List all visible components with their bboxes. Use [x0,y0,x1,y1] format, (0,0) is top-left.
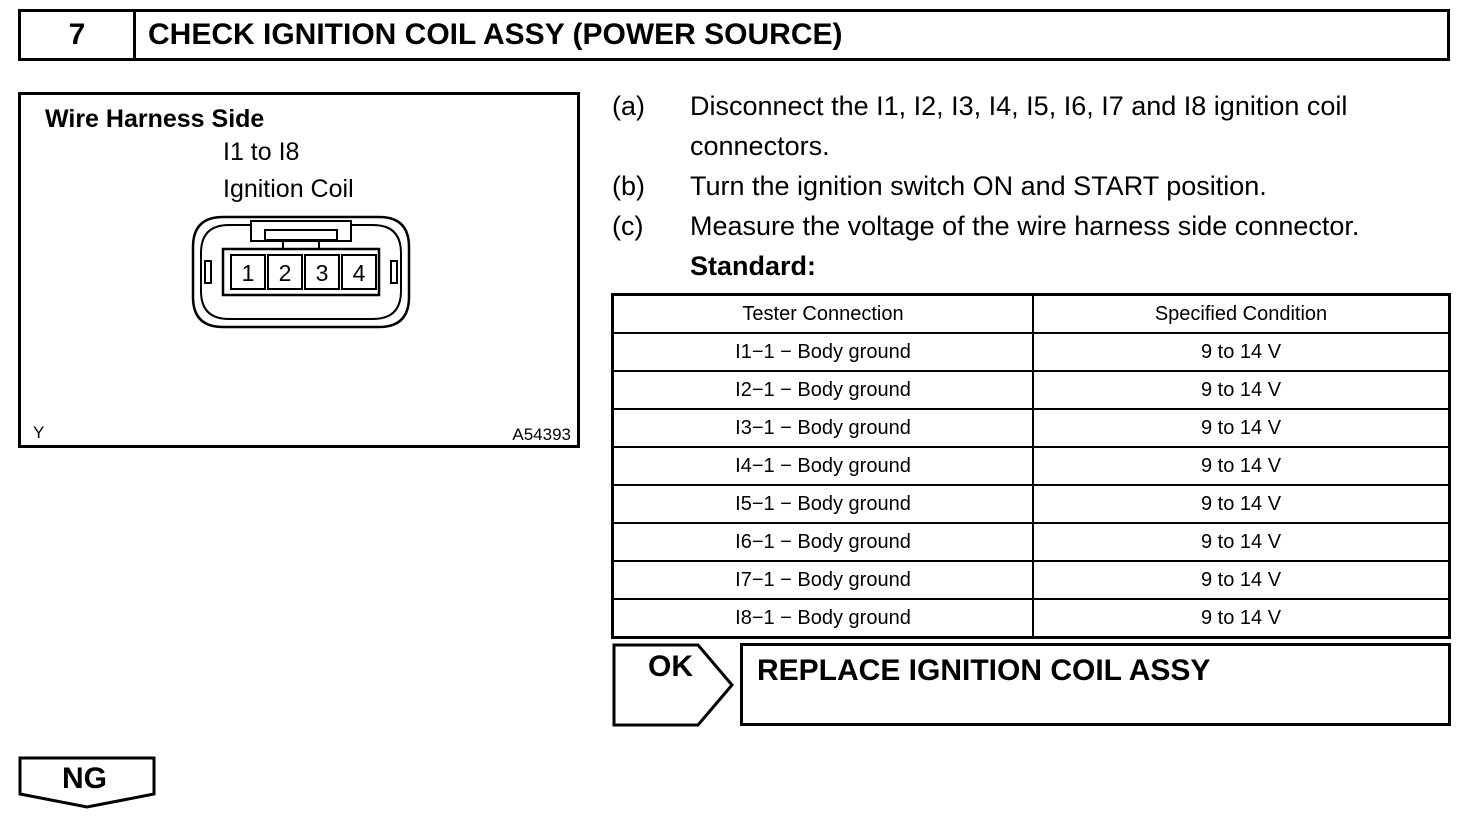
specified-condition-cell: 9 to 14 V [1032,598,1451,639]
step-b-text: Turn the ignition switch ON and START po… [690,171,1267,201]
connector-diagram: 1 2 3 4 [191,215,411,329]
figure-component-label: Ignition Coil [223,175,354,203]
connector-pin-2: 2 [279,260,292,286]
specified-condition-cell: 9 to 14 V [1032,522,1451,562]
step-a-label: (a) [612,91,645,121]
step-title: CHECK IGNITION COIL ASSY (POWER SOURCE) [148,18,843,51]
specified-condition-cell: 9 to 14 V [1032,408,1451,448]
ok-result-text: REPLACE IGNITION COIL ASSY [757,654,1211,687]
tester-connection-cell: I6−1 − Body ground [611,522,1034,562]
table-row: I4−1 − Body ground 9 to 14 V [611,446,1451,486]
figure-connector-range: I1 to I8 [223,138,300,166]
ok-label: OK [648,650,693,683]
step-c-label: (c) [612,211,644,241]
table-row: I6−1 − Body ground 9 to 14 V [611,522,1451,562]
step-b-label: (b) [612,171,645,201]
table-header-cell: Specified Condition [1032,293,1451,334]
tester-connection-cell: I5−1 − Body ground [611,484,1034,524]
tester-connection-cell: I3−1 − Body ground [611,408,1034,448]
tester-connection-cell: I1−1 − Body ground [611,332,1034,372]
spec-table: Tester Connection Specified Condition I1… [611,293,1451,639]
tester-connection-cell: I4−1 − Body ground [611,446,1034,486]
table-header-cell: Tester Connection [611,293,1034,334]
table-row: I2−1 − Body ground 9 to 14 V [611,370,1451,410]
connector-pin-4: 4 [353,260,366,286]
ng-label: NG [62,762,107,795]
figure-corner-code: Y [33,423,45,442]
figure-heading: Wire Harness Side [45,105,265,133]
connector-figure: Wire Harness Side I1 to I8 Ignition Coil… [18,92,580,448]
table-row: I5−1 − Body ground 9 to 14 V [611,484,1451,524]
table-row: I8−1 − Body ground 9 to 14 V [611,598,1451,639]
ok-arrow-icon [612,643,734,727]
tester-connection-cell: I2−1 − Body ground [611,370,1034,410]
specified-condition-cell: 9 to 14 V [1032,370,1451,410]
table-row: I7−1 − Body ground 9 to 14 V [611,560,1451,600]
specified-condition-cell: 9 to 14 V [1032,484,1451,524]
ng-arrow-icon [18,756,156,809]
step-a-text-line1: Disconnect the I1, I2, I3, I4, I5, I6, I… [690,91,1348,121]
specified-condition-cell: 9 to 14 V [1032,332,1451,372]
table-row: I1−1 − Body ground 9 to 14 V [611,332,1451,372]
connector-pin-1: 1 [242,260,255,286]
step-header: 7 CHECK IGNITION COIL ASSY (POWER SOURCE… [18,9,1450,61]
figure-id: A54393 [512,425,571,444]
standard-label: Standard: [690,251,817,281]
step-c-text: Measure the voltage of the wire harness … [690,211,1360,241]
table-header-row: Tester Connection Specified Condition [611,293,1451,334]
connector-pin-3: 3 [316,260,329,286]
step-number: 7 [21,12,136,58]
specified-condition-cell: 9 to 14 V [1032,560,1451,600]
tester-connection-cell: I8−1 − Body ground [611,598,1034,639]
step-a-text-line2: connectors. [690,131,830,161]
specified-condition-cell: 9 to 14 V [1032,446,1451,486]
table-row: I3−1 − Body ground 9 to 14 V [611,408,1451,448]
tester-connection-cell: I7−1 − Body ground [611,560,1034,600]
ok-result-box: REPLACE IGNITION COIL ASSY [740,643,1451,726]
